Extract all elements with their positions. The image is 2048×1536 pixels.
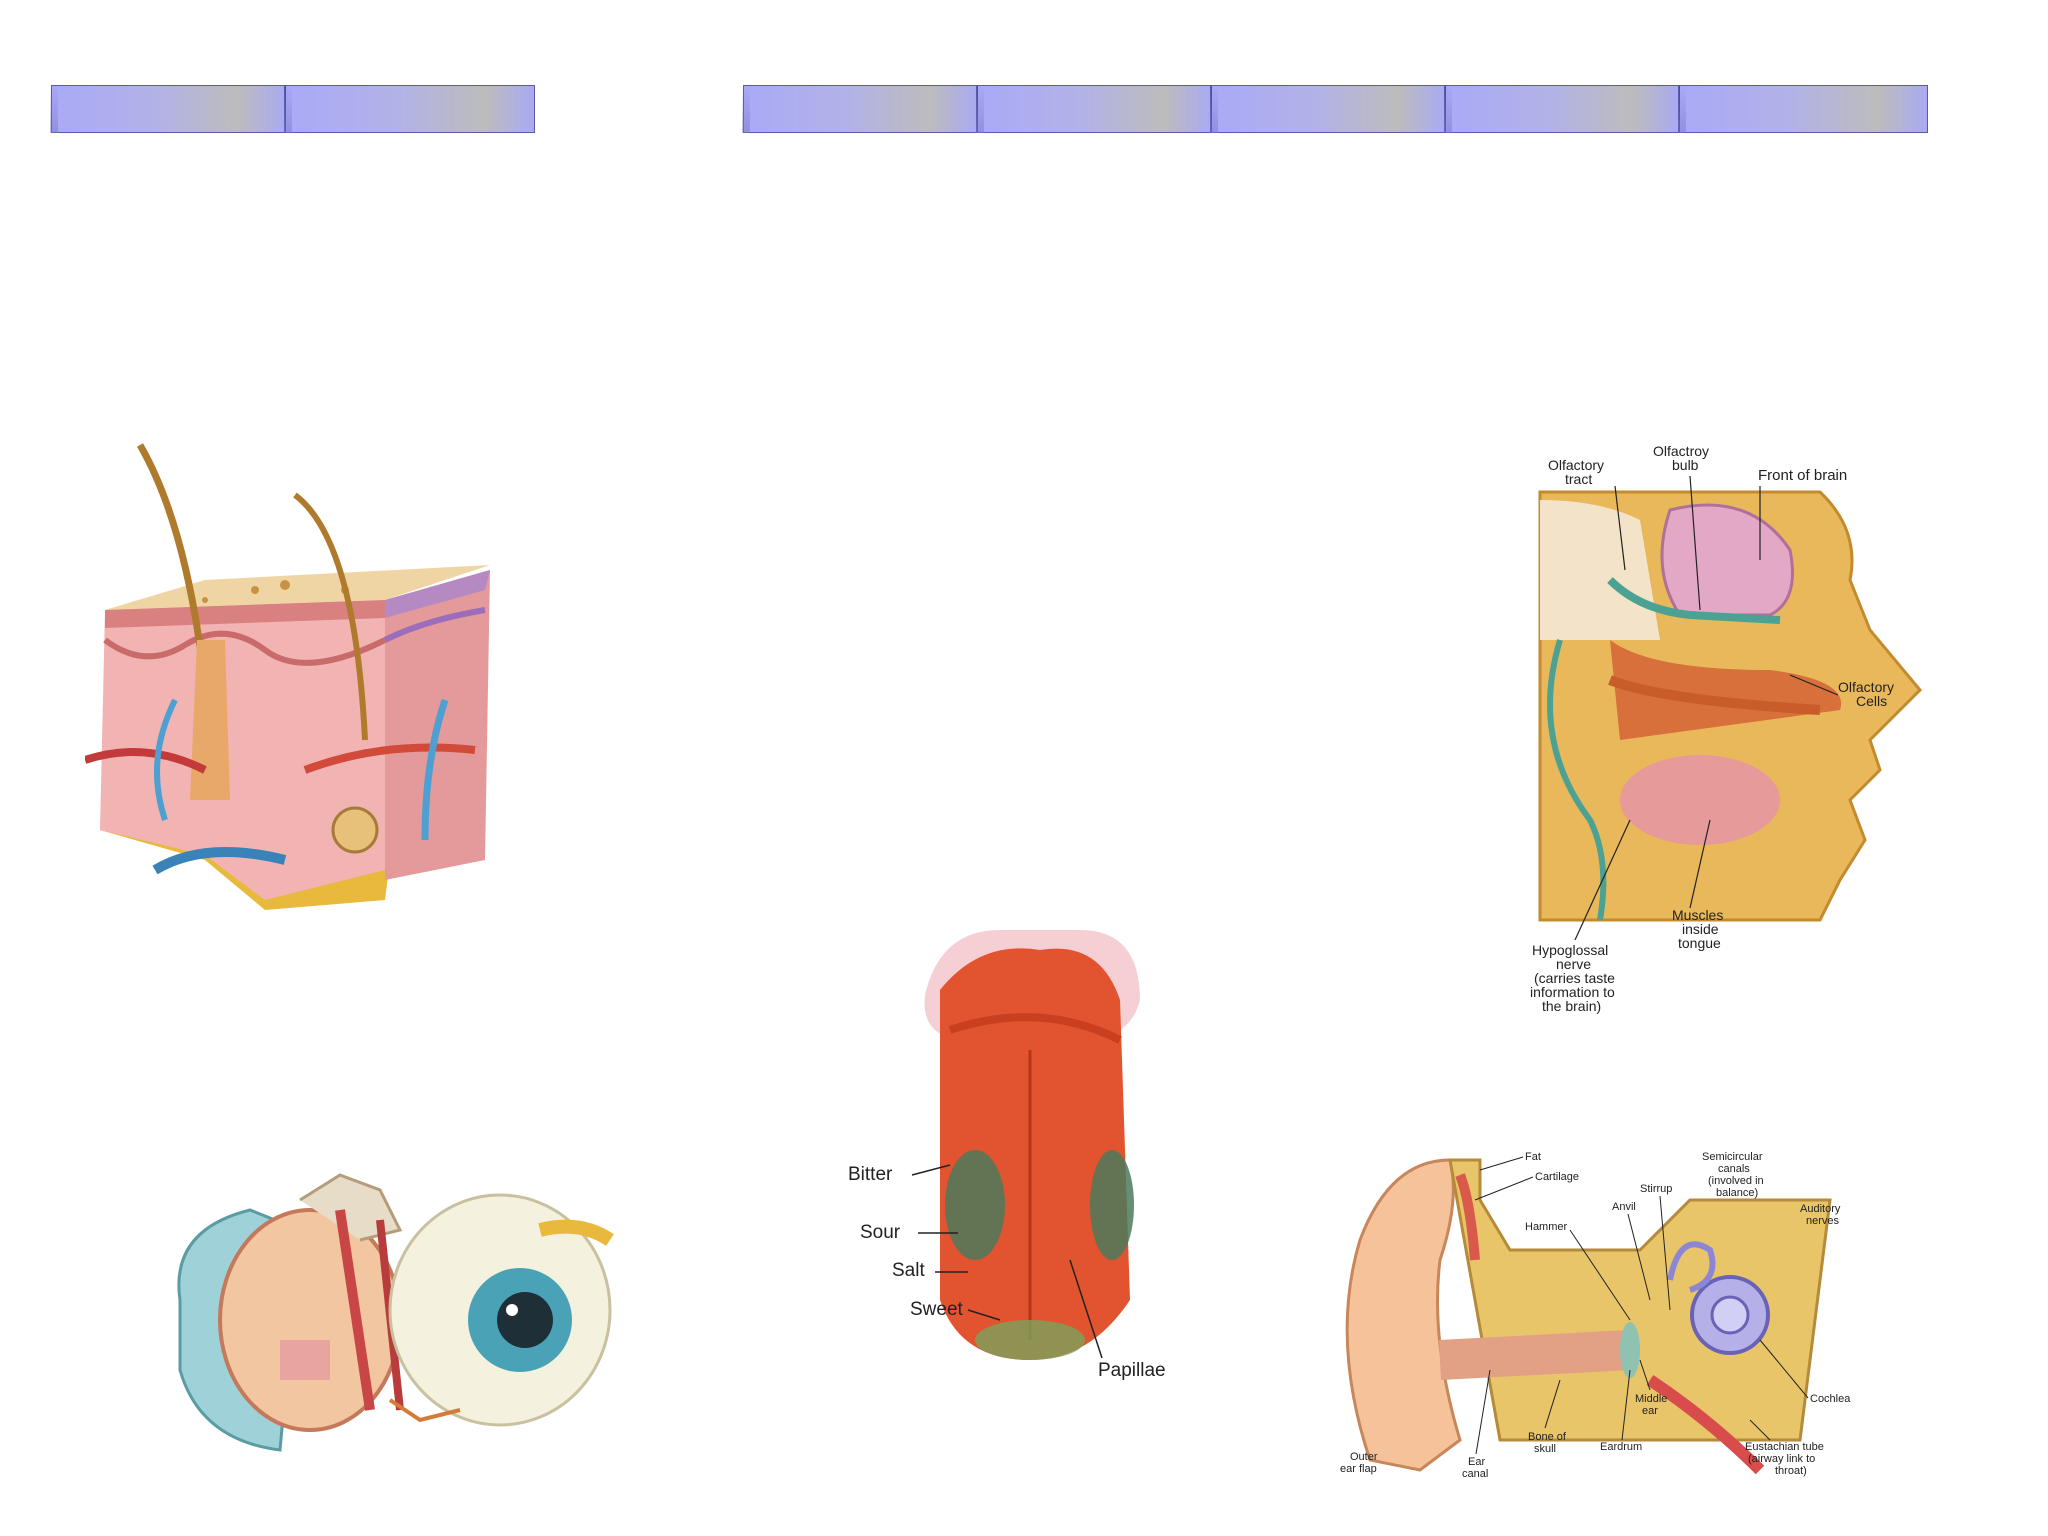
- ear-label-auditory: Auditory nerves: [1800, 1203, 1843, 1227]
- tab-right-4[interactable]: [1444, 85, 1679, 133]
- tongue-label-sweet: Sweet: [910, 1299, 964, 1320]
- tab-left-1[interactable]: [50, 85, 285, 133]
- ear-label-fat: Fat: [1525, 1151, 1541, 1163]
- tongue-label-sour: Sour: [860, 1222, 901, 1243]
- tongue-label-salt: Salt: [892, 1260, 925, 1281]
- nose-label-front-of-brain: Front of brain: [1758, 467, 1847, 484]
- tab-right-1[interactable]: [742, 85, 977, 133]
- skin-illustration: [85, 443, 490, 910]
- ear-label-stirrup: Stirrup: [1640, 1183, 1672, 1195]
- ear-label-hammer: Hammer: [1525, 1221, 1568, 1233]
- ear-label-anvil: Anvil: [1612, 1201, 1636, 1213]
- nose-label-olfactory-cells: Olfactory Cells: [1838, 679, 1898, 709]
- tongue-label-bitter: Bitter: [848, 1164, 893, 1185]
- tab-left-2[interactable]: [284, 85, 535, 133]
- tongue-label-papillae: Papillae: [1098, 1360, 1166, 1381]
- tab-right-2[interactable]: [976, 85, 1211, 133]
- nose-illustration: Olfactory tract Olfactroy bulb Front of …: [1530, 443, 1923, 1014]
- ear-illustration: Fat Cartilage Stirrup Semicircular canal…: [1340, 1151, 1851, 1480]
- tab-row-left: [50, 85, 535, 135]
- ear-label-outer-flap: Outer ear flap: [1340, 1451, 1381, 1475]
- tab-right-3[interactable]: [1210, 85, 1445, 133]
- tab-row-right: [742, 85, 1928, 135]
- ear-label-eustachian: Eustachian tube (airway link to throat): [1745, 1441, 1827, 1477]
- ear-label-cartilage: Cartilage: [1535, 1171, 1579, 1183]
- nose-label-olfactory-tract: Olfactory tract: [1548, 457, 1608, 487]
- ear-label-bone: Bone of skull: [1528, 1431, 1569, 1455]
- ear-label-eardrum: Eardrum: [1600, 1441, 1642, 1453]
- eye-illustration: [177, 1173, 614, 1452]
- tab-right-5[interactable]: [1678, 85, 1928, 133]
- nose-label-muscles: Muscles inside tongue: [1672, 907, 1727, 951]
- ear-label-semicircular: Semicircular canals (involved in balance…: [1702, 1151, 1767, 1199]
- ear-label-ear-canal: Ear canal: [1462, 1456, 1488, 1480]
- tongue-illustration: Bitter Sour Salt Sweet Papillae: [848, 930, 1166, 1381]
- ear-label-cochlea: Cochlea: [1810, 1393, 1851, 1405]
- ear-label-middle-ear: Middle ear: [1635, 1393, 1670, 1417]
- nose-label-hypoglossal: Hypoglossal nerve (carries taste informa…: [1530, 942, 1619, 1014]
- nose-label-olfactory-bulb: Olfactroy bulb: [1653, 443, 1713, 473]
